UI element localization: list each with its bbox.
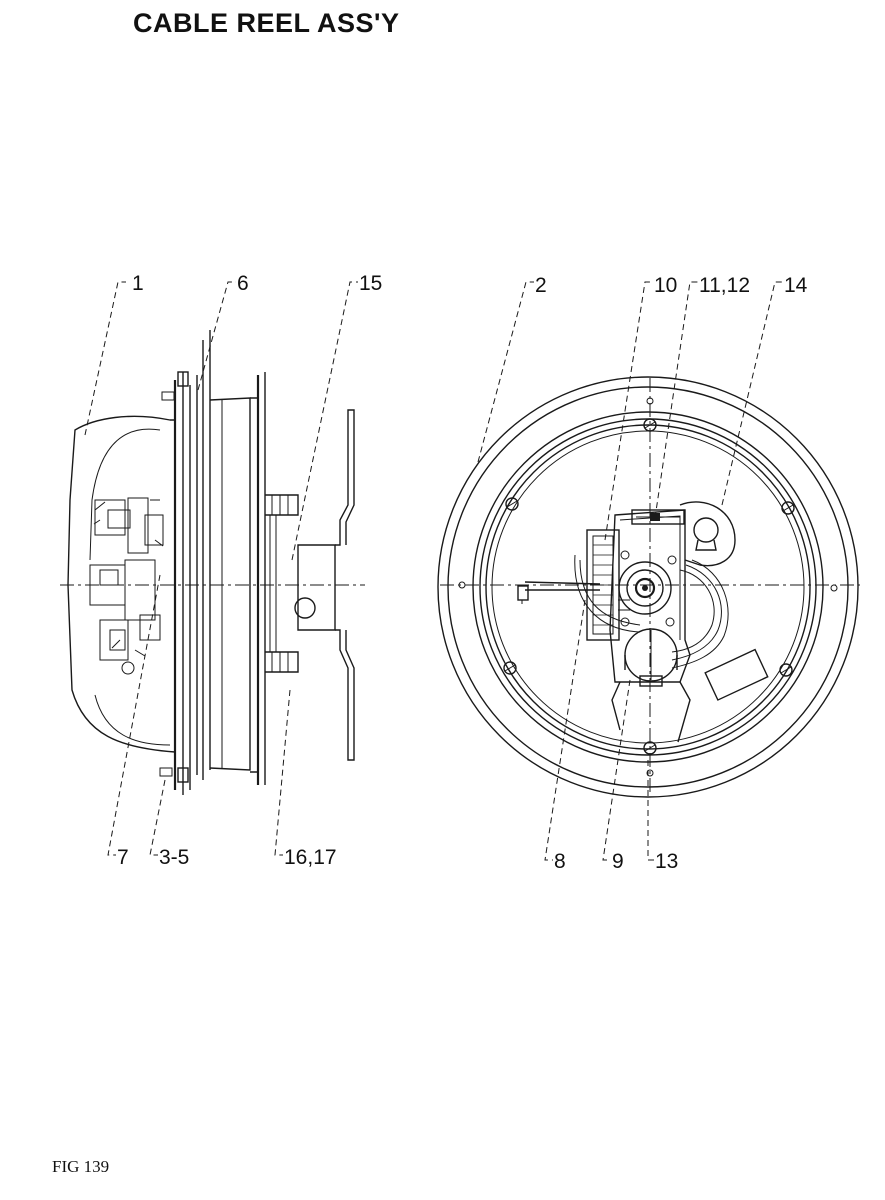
collector-block [586,529,620,641]
side-view [60,330,365,795]
callout-6: 6 [237,272,249,295]
callout-3-5: 3-5 [159,846,189,869]
leader-lines [84,281,783,861]
arm-clip [517,585,529,601]
callout-11-12: 11,12 [699,274,750,297]
front-view [437,376,860,798]
page-title: CABLE REEL ASS'Y [133,8,400,38]
callout-8: 8 [554,850,566,873]
lower-arm [611,681,691,743]
outer-flange-ring [437,376,859,798]
mechanism-plate [609,509,691,683]
callout-10: 10 [654,274,677,297]
internal-components [89,497,164,675]
bolt-holes [458,397,838,777]
callout-15: 15 [359,272,382,295]
callout-13: 13 [655,850,678,873]
callout-16-17: 16,17 [284,846,337,869]
name-plate [704,648,769,701]
lower-drum [624,628,678,687]
flange-stack [159,330,211,795]
cable-arm [524,581,601,591]
callout-9: 9 [612,850,624,873]
upper-right-disc [679,501,736,567]
callout-7: 7 [117,846,129,869]
callout-1: 1 [132,272,144,295]
housing-outline [67,415,176,753]
shaft-bolts [265,494,299,673]
callout-2: 2 [535,274,547,297]
reel-drum [209,372,266,785]
figure-label: FIG 139 [52,1157,110,1176]
housing-inner-edge [89,428,161,561]
callout-14: 14 [784,274,808,297]
mounting-bracket [294,409,355,761]
